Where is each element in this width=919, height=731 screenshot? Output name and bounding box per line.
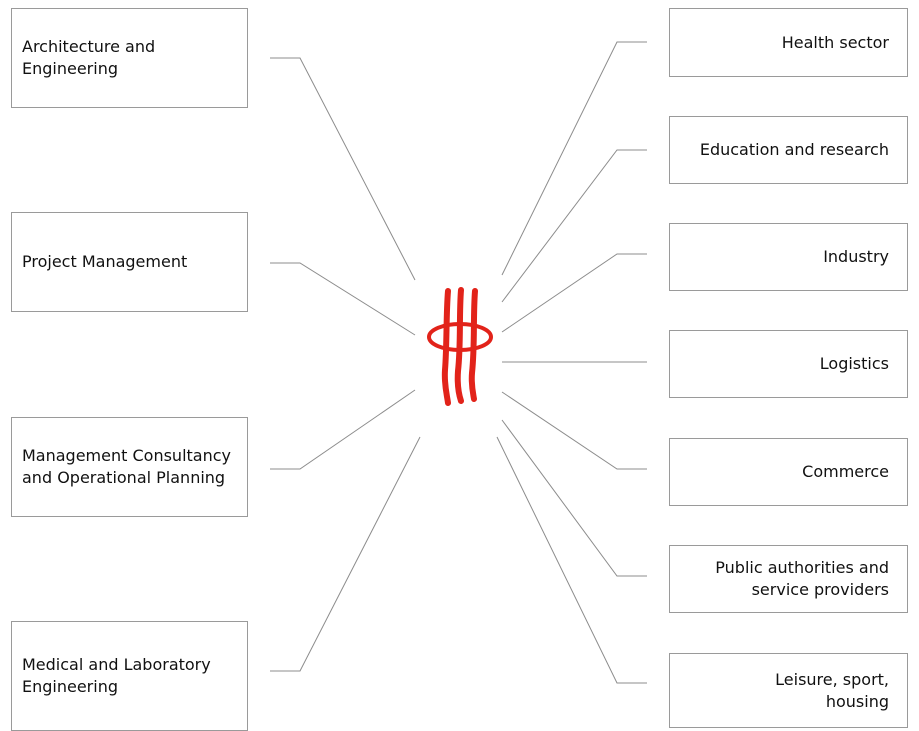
connector-leisure bbox=[496, 436, 647, 684]
connector-project-management bbox=[270, 262, 416, 336]
left-box-architecture: Architecture and Engineering bbox=[11, 8, 248, 108]
logo-ring bbox=[427, 322, 493, 352]
logo-stroke-1 bbox=[441, 288, 451, 406]
right-box-education: Education and research bbox=[669, 116, 908, 184]
connector-public-authorities bbox=[501, 419, 647, 577]
connector-industry bbox=[501, 253, 647, 333]
left-box-label: Architecture and Engineering bbox=[22, 37, 156, 78]
right-box-logistics: Logistics bbox=[669, 330, 908, 398]
connector-education bbox=[501, 149, 647, 303]
right-box-label: Logistics bbox=[819, 354, 889, 373]
right-box-leisure: Leisure, sport, housing bbox=[669, 653, 908, 728]
left-box-project-management: Project Management bbox=[11, 212, 248, 312]
left-box-label: Project Management bbox=[22, 252, 188, 271]
logo-stroke-2 bbox=[454, 287, 464, 404]
connector-commerce bbox=[501, 391, 647, 470]
right-box-label: Leisure, sport, housing bbox=[775, 669, 889, 711]
right-box-label: Commerce bbox=[802, 462, 889, 481]
logo-stroke-3 bbox=[468, 288, 478, 402]
connector-management-consultancy bbox=[270, 389, 416, 470]
left-box-management-consultancy: Management Consultancy and Operational P… bbox=[11, 417, 248, 517]
right-box-label: Education and research bbox=[699, 140, 889, 159]
left-box-label: Management Consultancy and Operational P… bbox=[22, 446, 231, 487]
connector-medical-engineering bbox=[270, 436, 421, 672]
right-box-label: Health sector bbox=[781, 32, 889, 52]
right-box-industry: Industry bbox=[669, 223, 908, 291]
left-box-medical-engineering: Medical and Laboratory Engineering bbox=[11, 621, 248, 731]
connector-architecture bbox=[270, 57, 416, 281]
right-box-public-authorities: Public authorities and service providers bbox=[669, 545, 908, 613]
right-box-commerce: Commerce bbox=[669, 438, 908, 506]
right-box-label: Industry bbox=[823, 247, 889, 266]
company-logo-icon bbox=[427, 287, 493, 406]
left-box-label: Medical and Laboratory Engineering bbox=[22, 655, 211, 696]
connector-health bbox=[501, 41, 647, 276]
right-box-health: Health sector bbox=[669, 8, 908, 77]
right-box-label: Public authorities and service providers bbox=[715, 558, 889, 599]
